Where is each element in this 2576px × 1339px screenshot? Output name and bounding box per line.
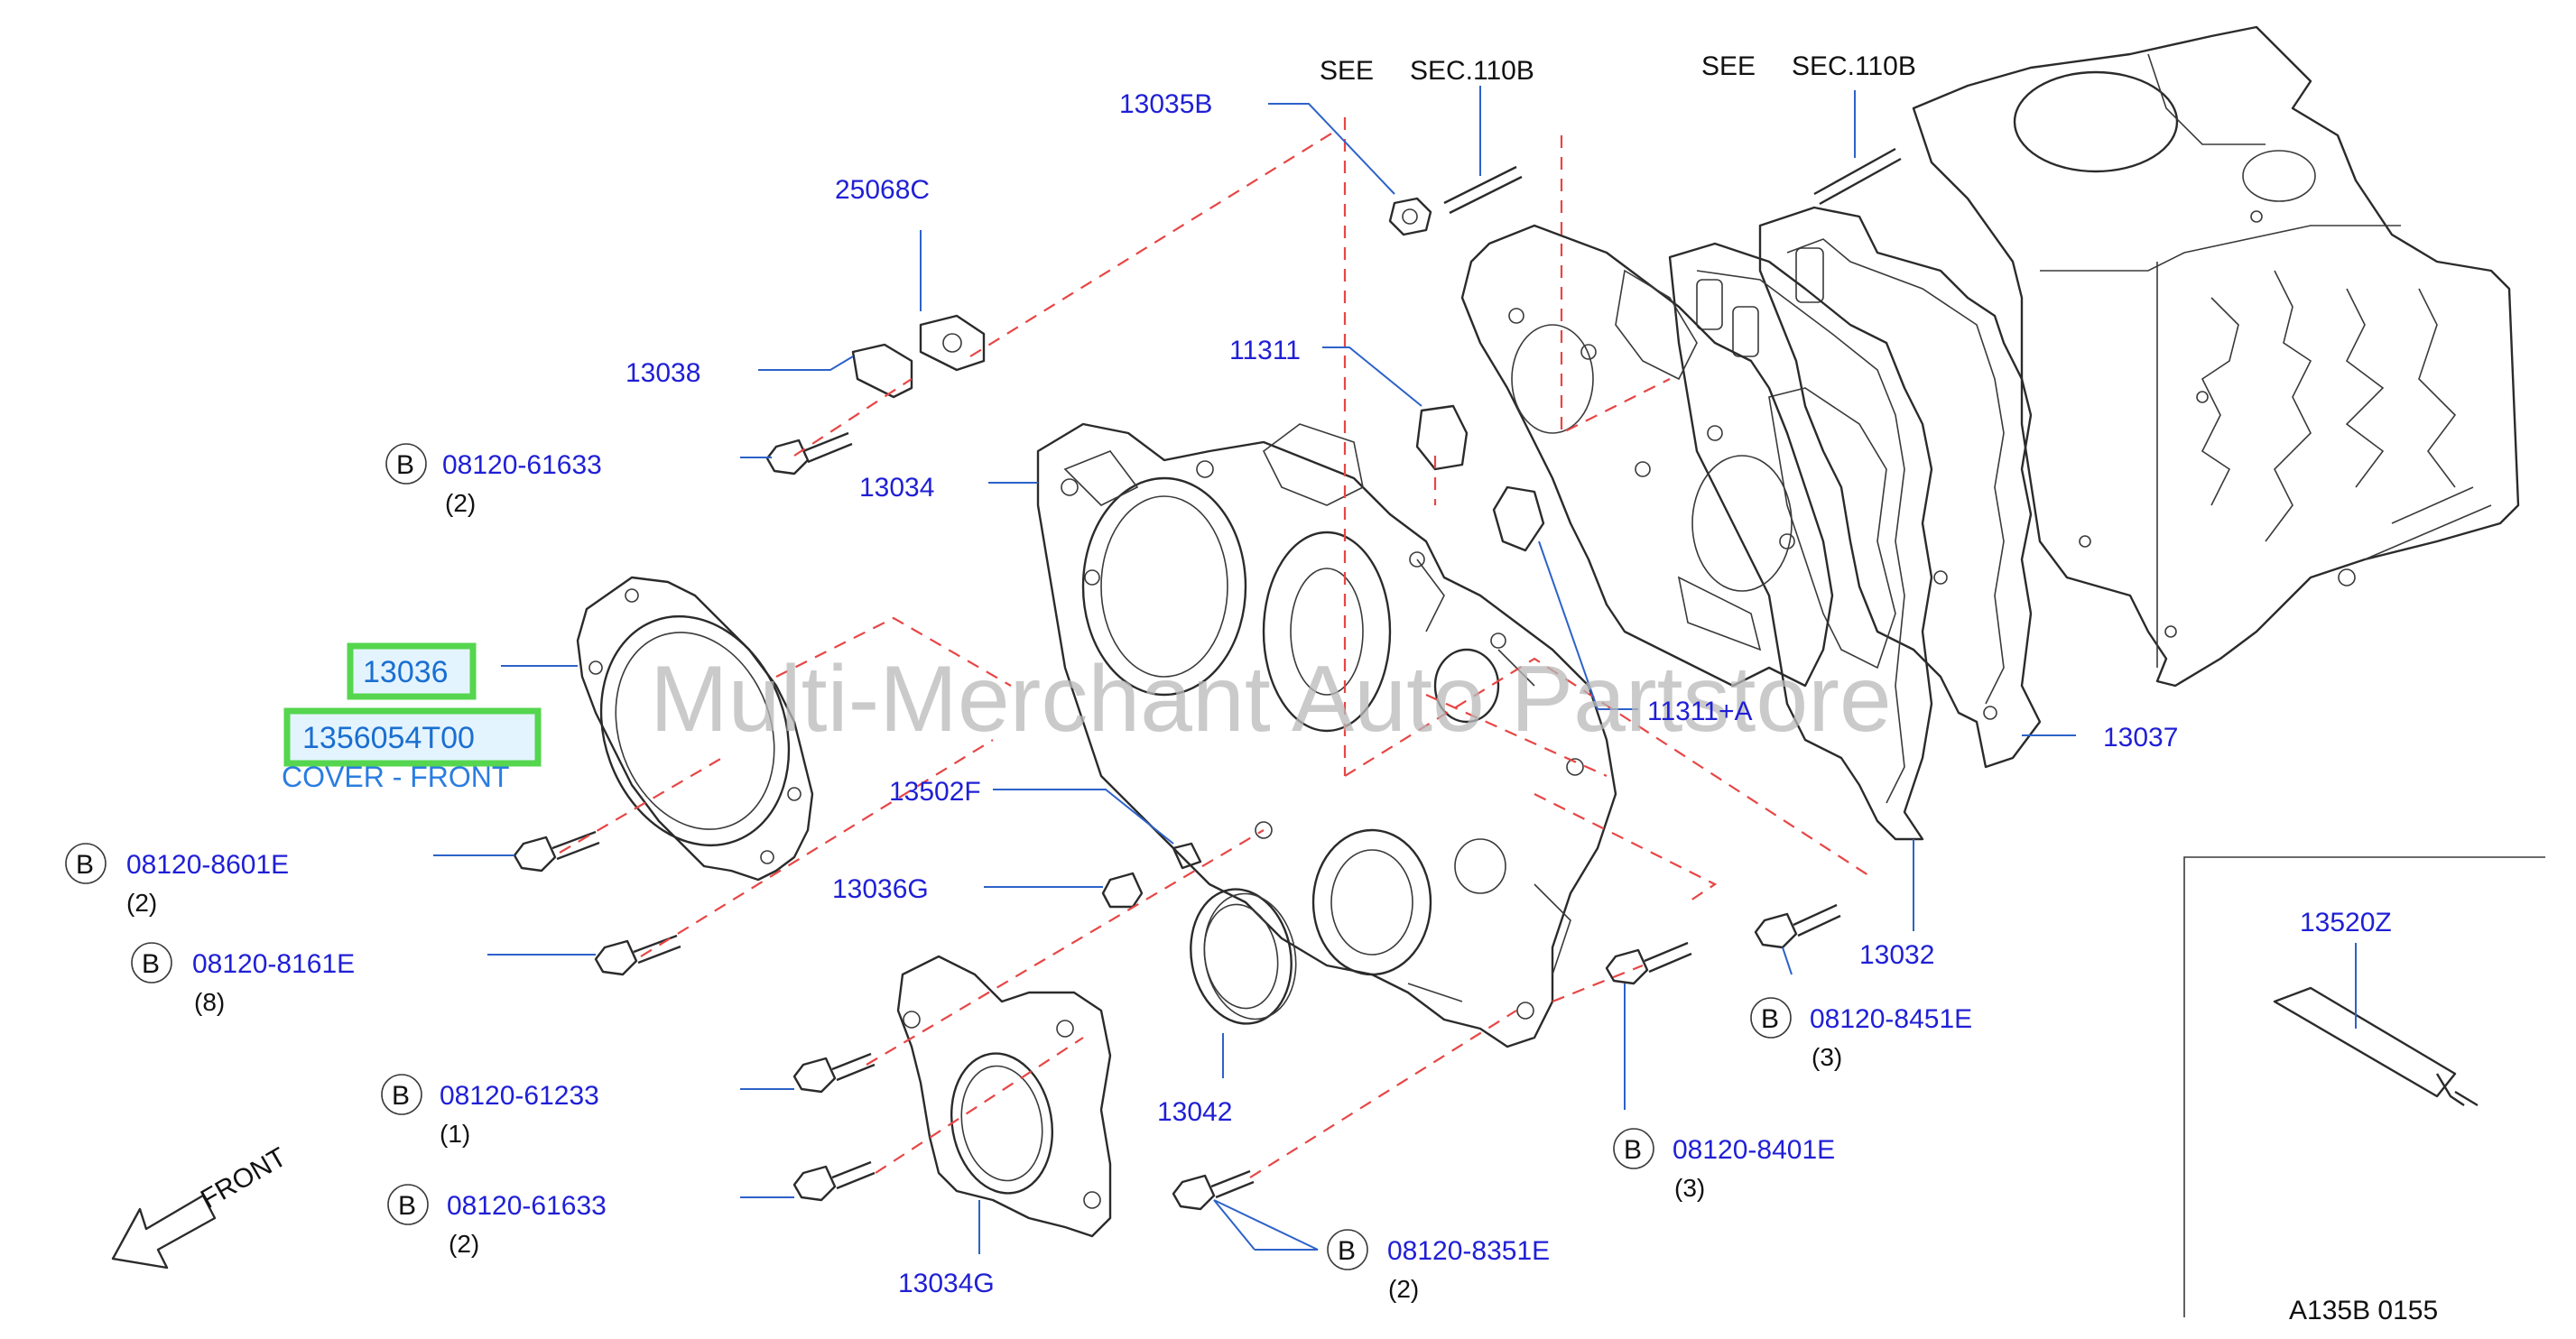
bolt-qty: (1) bbox=[440, 1120, 470, 1148]
bolt-callout-b8[interactable]: B 08120-8451E (3) bbox=[1750, 997, 1972, 1071]
see-right-see: SEE bbox=[1701, 51, 1756, 81]
bolt-callout-b7[interactable]: B 08120-8401E (3) bbox=[1613, 1128, 1835, 1202]
bolts-drawing bbox=[513, 431, 1841, 1211]
bolt-qty: (2) bbox=[1388, 1275, 1419, 1303]
bolt-part-number: 08120-8601E bbox=[126, 850, 289, 880]
label-13037[interactable]: 13037 bbox=[2103, 723, 2178, 753]
front-cover-13034-drawing bbox=[1036, 422, 1617, 1048]
bolt-qty: (3) bbox=[1812, 1043, 1842, 1071]
bolt-qty: (2) bbox=[445, 489, 476, 517]
bolt-qty: (2) bbox=[126, 889, 157, 917]
engine-block-drawing bbox=[1912, 25, 2520, 688]
bolt-marker: B bbox=[392, 1081, 410, 1111]
label-13036[interactable]: 13036 bbox=[363, 655, 449, 689]
bolt-callout-b6[interactable]: B 08120-8351E (2) bbox=[1327, 1229, 1550, 1303]
bolt-qty: (2) bbox=[449, 1230, 479, 1258]
bolt-part-number: 08120-61633 bbox=[442, 450, 602, 480]
dashed-guide-lines bbox=[559, 117, 1869, 1178]
bolt-qty: (8) bbox=[194, 988, 225, 1016]
part-description: COVER - FRONT bbox=[282, 761, 509, 793]
label-13032[interactable]: 13032 bbox=[1859, 940, 1934, 970]
cover-13036-drawing bbox=[576, 576, 814, 882]
bolt-marker: B bbox=[76, 850, 94, 880]
label-11311[interactable]: 11311 bbox=[1229, 336, 1301, 365]
gasket-13032-drawing bbox=[1668, 242, 1933, 841]
label-13520Z[interactable]: 13520Z bbox=[2300, 908, 2392, 937]
label-13034G[interactable]: 13034G bbox=[898, 1269, 995, 1298]
oem-part-number[interactable]: 1356054T00 bbox=[302, 721, 475, 755]
bolt-callout-b5[interactable]: B 08120-61633 (2) bbox=[387, 1184, 607, 1258]
bolt-callout-b4[interactable]: B 08120-61233 (1) bbox=[381, 1074, 599, 1148]
bolt-part-number: 08120-8351E bbox=[1387, 1236, 1550, 1266]
bolt-callout-b2[interactable]: B 08120-8601E (2) bbox=[65, 843, 289, 917]
see-left-see: SEE bbox=[1320, 56, 1374, 86]
label-13035B[interactable]: 13035B bbox=[1119, 89, 1212, 119]
bolt-callout-b3[interactable]: B 08120-8161E (8) bbox=[131, 942, 355, 1016]
rear-plate-drawing bbox=[1460, 224, 1834, 688]
bolt-marker: B bbox=[1338, 1236, 1356, 1266]
bolt-marker: B bbox=[142, 949, 160, 979]
label-13034[interactable]: 13034 bbox=[859, 473, 934, 503]
bolt-part-number: 08120-61633 bbox=[447, 1191, 607, 1221]
front-arrow-icon bbox=[111, 1194, 217, 1270]
plate-13034G-drawing bbox=[896, 955, 1112, 1238]
leader-lines bbox=[433, 86, 2357, 1254]
bolt-part-number: 08120-8451E bbox=[1810, 1004, 1972, 1034]
small-parts-drawing bbox=[851, 147, 2479, 1107]
bolt-part-number: 08120-61233 bbox=[440, 1081, 599, 1111]
label-13038[interactable]: 13038 bbox=[625, 358, 700, 388]
bolt-callout-b1[interactable]: B 08120-61633 (2) bbox=[385, 443, 602, 517]
oil-seal-13042-drawing bbox=[1190, 888, 1297, 1025]
see-left-sec: SEC.110B bbox=[1410, 56, 1534, 86]
bolt-qty: (3) bbox=[1674, 1174, 1705, 1202]
highlight-box-oem bbox=[283, 707, 542, 767]
gasket-13037-drawing bbox=[1758, 206, 2042, 769]
label-13502F[interactable]: 13502F bbox=[889, 777, 981, 807]
bolt-part-number: 08120-8161E bbox=[192, 949, 355, 979]
bolt-marker: B bbox=[1761, 1004, 1779, 1034]
label-13036G[interactable]: 13036G bbox=[832, 874, 929, 904]
bolt-part-number: 08120-8401E bbox=[1673, 1135, 1835, 1165]
label-25068C[interactable]: 25068C bbox=[835, 175, 930, 205]
bolt-marker: B bbox=[1624, 1135, 1642, 1165]
front-label: FRONT bbox=[196, 1142, 292, 1214]
label-11311A[interactable]: 11311+A bbox=[1647, 697, 1753, 726]
figure-code: A135B 0155 bbox=[2289, 1296, 2438, 1325]
inset-frame bbox=[2183, 856, 2545, 1317]
bolt-marker: B bbox=[398, 1191, 416, 1221]
watermark-text: Multi-Merchant Auto Partstore bbox=[650, 647, 1892, 752]
highlight-box-13036 bbox=[347, 642, 477, 700]
see-right-sec: SEC.110B bbox=[1792, 51, 1916, 81]
label-13042[interactable]: 13042 bbox=[1157, 1097, 1232, 1127]
bolt-marker: B bbox=[396, 450, 414, 480]
